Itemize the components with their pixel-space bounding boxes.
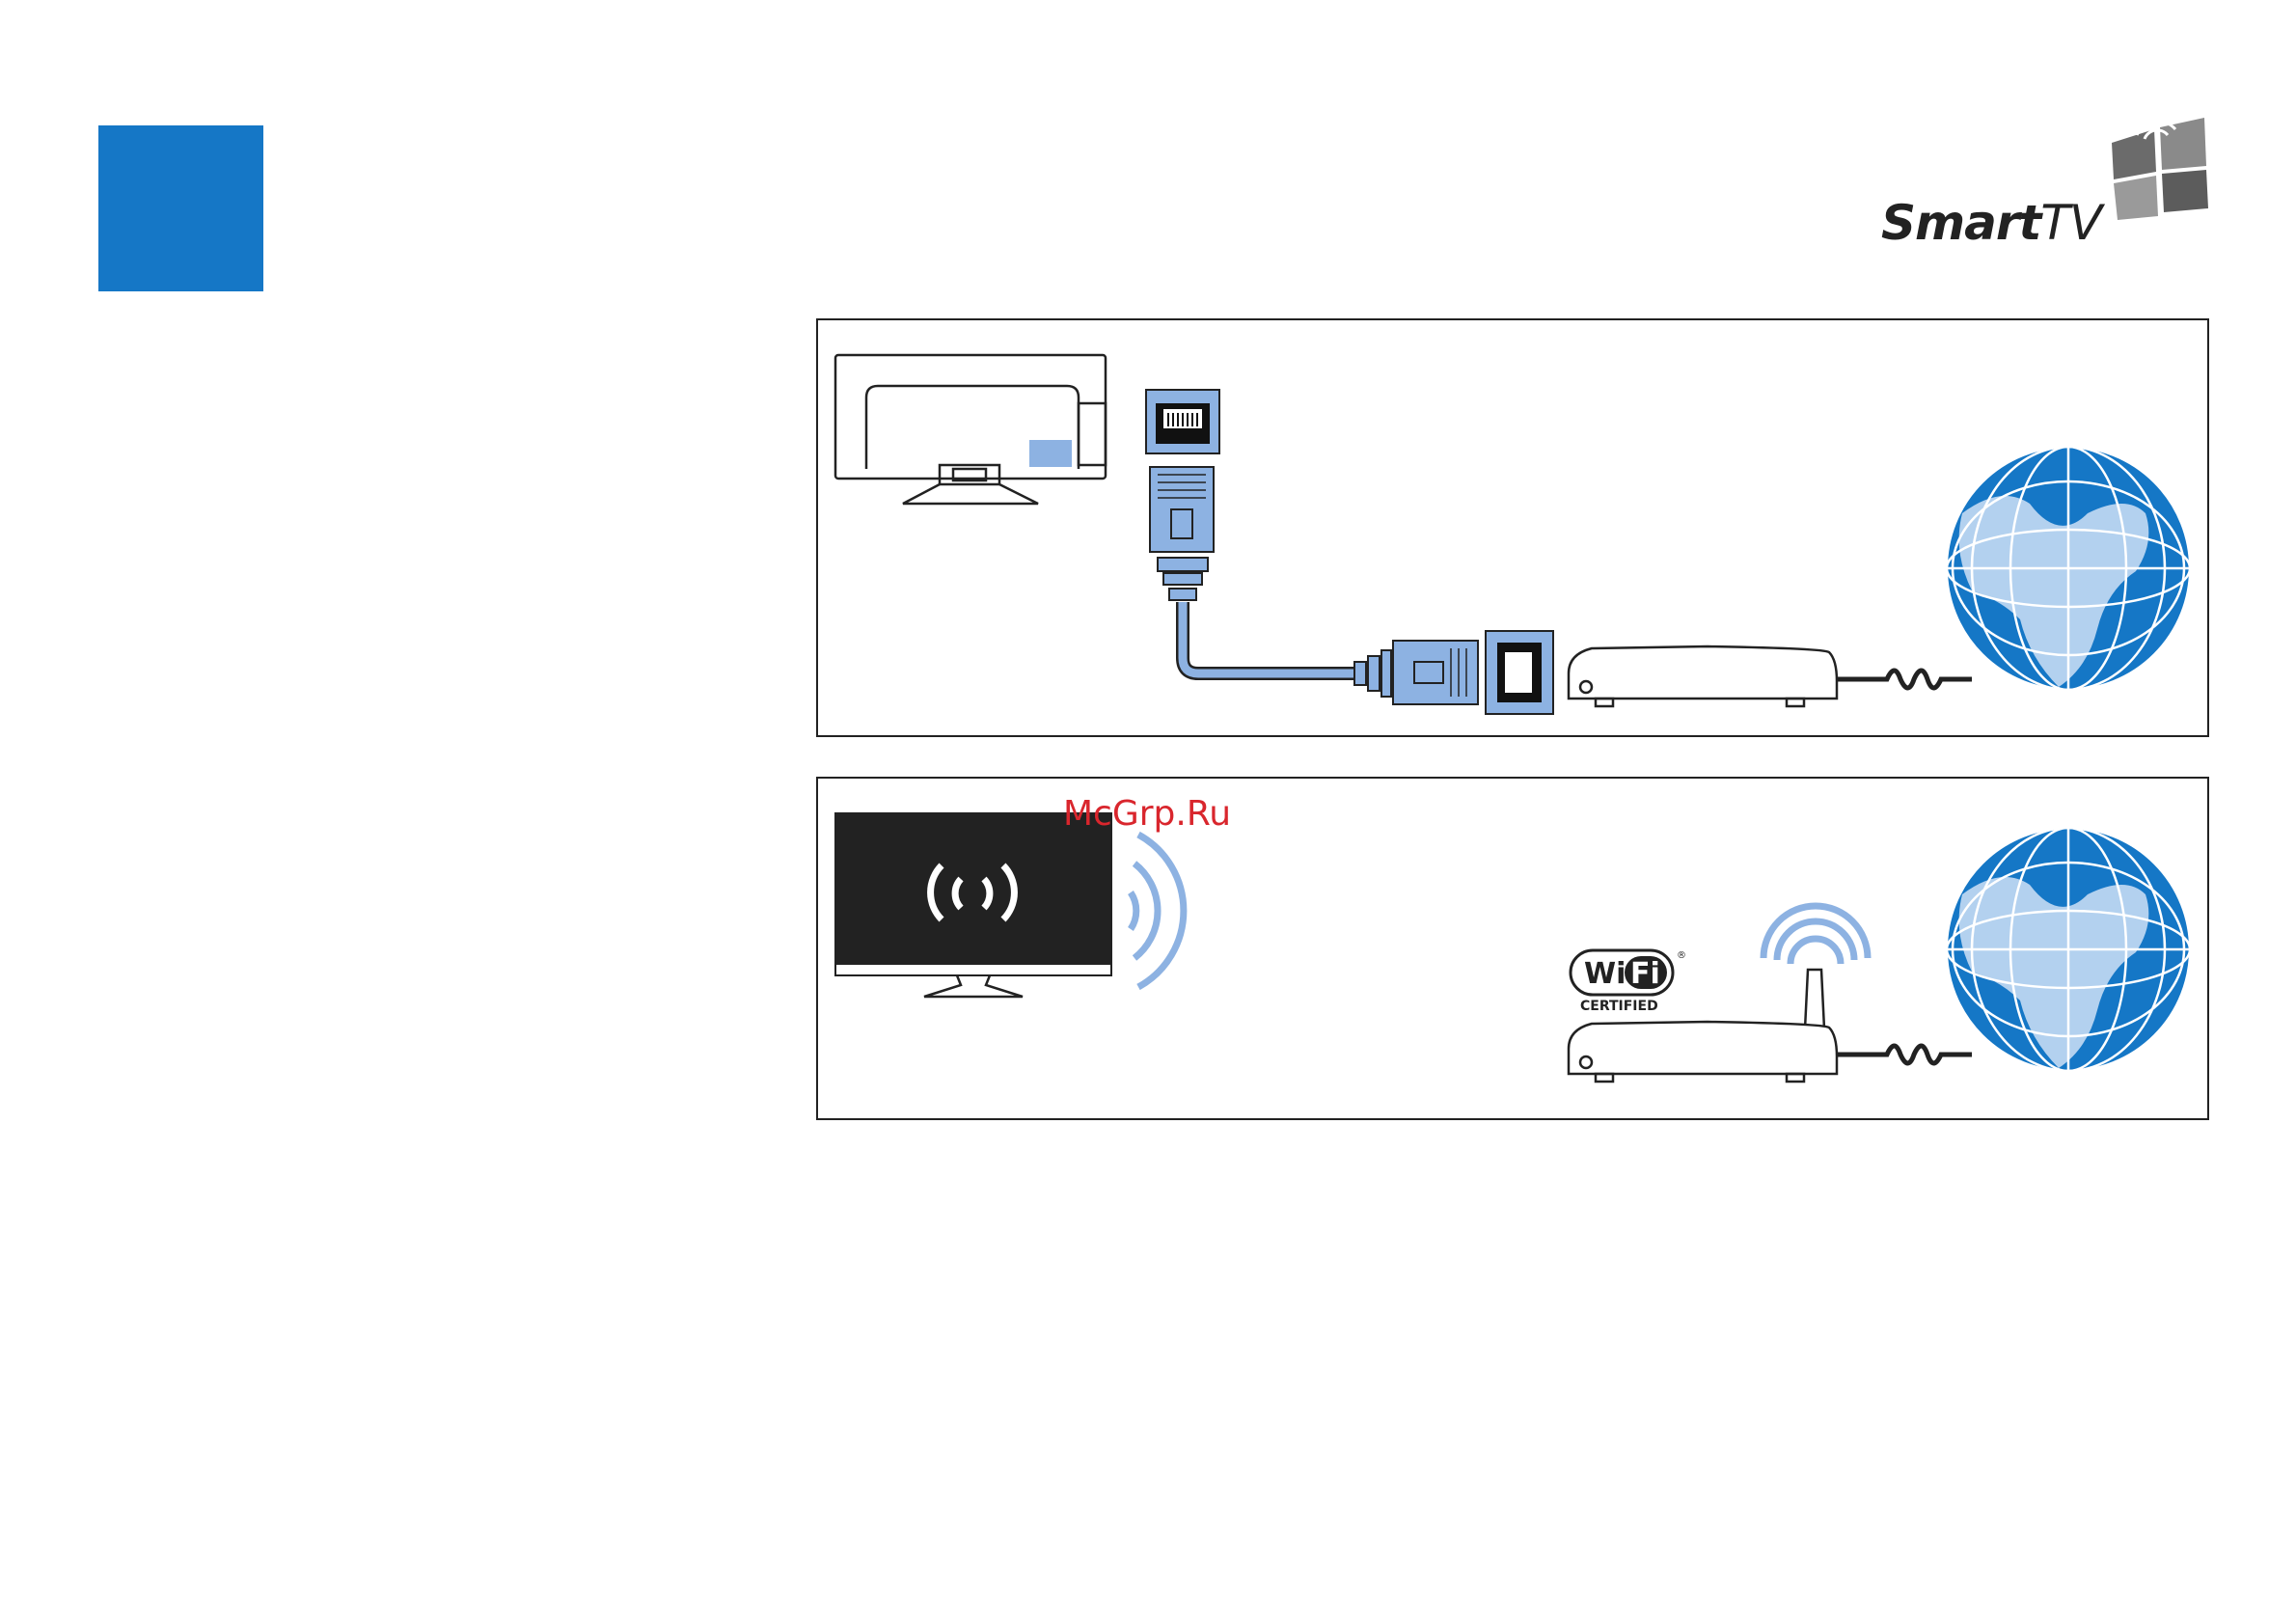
router-icon [1569,646,1972,706]
wifi-badge-certified: CERTIFIED [1580,999,1658,1014]
wireless-waves-icon [1131,835,1184,987]
wifi-certified-badge: Wi Fi ® CERTIFIED [1571,950,1686,1014]
network-cable-icon [1150,467,1391,697]
wifi-badge-registered: ® [1677,950,1686,961]
tv-back-icon [835,355,1106,504]
ethernet-plug-icon [1393,631,1553,714]
logo-text: SmartTV [1881,195,2101,251]
wireless-connection-panel: Wi Fi ® CERTIFIED [816,777,2209,1120]
wired-connection-panel [816,318,2209,737]
ethernet-port-icon [1146,390,1219,453]
chapter-marker [98,125,263,291]
globe-icon [1947,828,2190,1071]
smarttv-logo: SmartTV [1872,116,2219,261]
wifi-badge-wi: Wi [1584,957,1626,991]
tv-wireless-icon [835,813,1111,997]
watermark: McGrp.Ru [1063,794,1231,834]
globe-icon [1947,447,2190,690]
wifi-badge-fi: Fi [1630,957,1660,991]
smarttv-flag-icon [2108,116,2214,222]
